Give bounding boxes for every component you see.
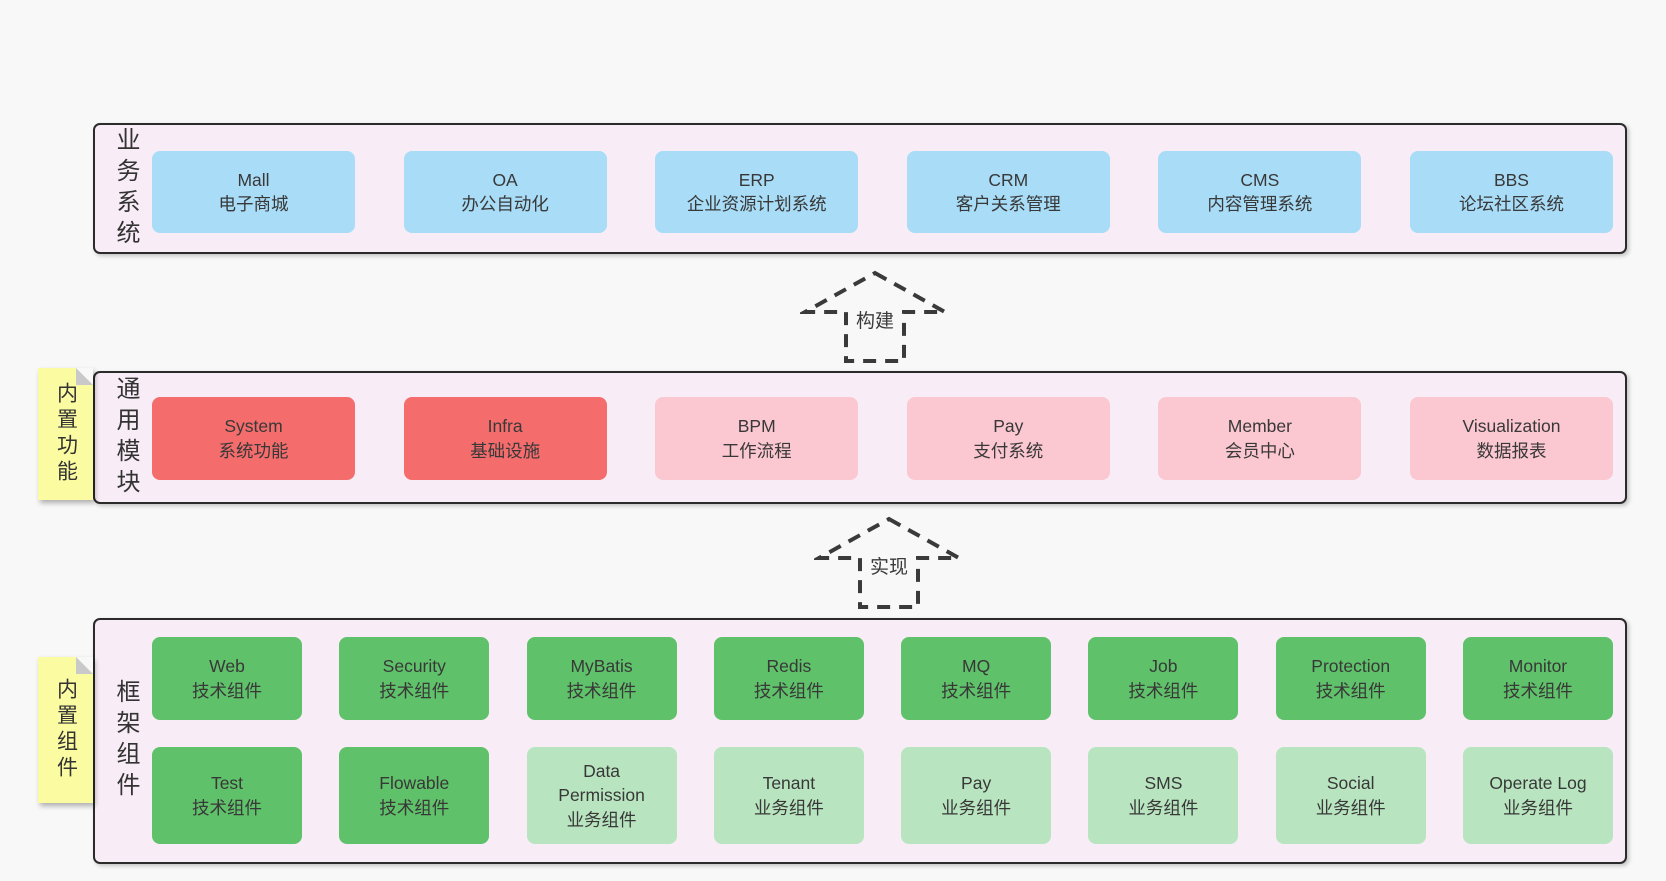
sticky-note-built-in-components: 内置组件 xyxy=(38,657,93,803)
layer-common-modules: 通用模块 System 系统功能 Infra 基础设施 BPM 工作流程 Pay… xyxy=(93,371,1627,504)
box-operate-log: Operate Log 业务组件 xyxy=(1462,747,1613,844)
box-bbs: BBS 论坛社区系统 xyxy=(1409,151,1613,233)
box-oa: OA 办公自动化 xyxy=(403,151,607,233)
layer-label-business-systems: 业务系统 xyxy=(112,126,139,251)
box-security: Security 技术组件 xyxy=(339,637,490,720)
box-cms: CMS 内容管理系统 xyxy=(1158,151,1362,233)
framework-row-1: Web 技术组件 Security 技术组件 MyBatis 技术组件 Redi… xyxy=(152,637,1613,720)
box-mq: MQ 技术组件 xyxy=(901,637,1052,720)
framework-row-2: Test 技术组件 Flowable 技术组件 Data Permission … xyxy=(152,747,1613,844)
implement-arrow-label: 实现 xyxy=(863,550,915,581)
box-social: Social 业务组件 xyxy=(1275,747,1426,844)
layer-framework-components: 框架组件 Web 技术组件 Security 技术组件 MyBatis 技术组件… xyxy=(93,618,1627,864)
build-arrow-label: 构建 xyxy=(849,304,901,335)
box-test: Test 技术组件 xyxy=(152,747,302,844)
box-mybatis: MyBatis 技术组件 xyxy=(526,637,677,720)
box-erp: ERP 企业资源计划系统 xyxy=(655,151,859,233)
box-crm: CRM 客户关系管理 xyxy=(906,151,1110,233)
box-data-permission: Data Permission 业务组件 xyxy=(526,747,677,844)
dashed-up-arrow-icon xyxy=(800,270,950,363)
box-monitor: Monitor 技术组件 xyxy=(1462,637,1613,720)
dashed-up-arrow-icon xyxy=(814,516,964,609)
build-arrow: 构建 xyxy=(800,268,950,366)
box-flowable: Flowable 技术组件 xyxy=(339,747,490,844)
box-redis: Redis 技术组件 xyxy=(713,637,864,720)
box-system: System 系统功能 xyxy=(152,397,355,480)
business-systems-row: Mall 电子商城 OA 办公自动化 ERP 企业资源计划系统 CRM 客户关系… xyxy=(152,151,1613,233)
box-visualization: Visualization 数据报表 xyxy=(1409,397,1613,480)
box-sms: SMS 业务组件 xyxy=(1088,747,1239,844)
box-pay-module: Pay 支付系统 xyxy=(906,397,1110,480)
box-mall: Mall 电子商城 xyxy=(152,151,355,233)
box-pay-component: Pay 业务组件 xyxy=(901,747,1052,844)
common-modules-row: System 系统功能 Infra 基础设施 BPM 工作流程 Pay 支付系统… xyxy=(152,397,1613,480)
layer-business-systems: 业务系统 Mall 电子商城 OA 办公自动化 ERP 企业资源计划系统 CRM… xyxy=(93,123,1627,254)
layer-label-framework-components: 框架组件 xyxy=(112,679,139,803)
box-protection: Protection 技术组件 xyxy=(1275,637,1426,720)
sticky-note-built-in-features: 内置功能 xyxy=(38,368,93,500)
layer-label-common-modules: 通用模块 xyxy=(112,375,139,500)
box-bpm: BPM 工作流程 xyxy=(655,397,859,480)
box-infra: Infra 基础设施 xyxy=(403,397,607,480)
box-member: Member 会员中心 xyxy=(1158,397,1362,480)
implement-arrow: 实现 xyxy=(814,514,964,612)
box-tenant: Tenant 业务组件 xyxy=(713,747,864,844)
box-web: Web 技术组件 xyxy=(152,637,302,720)
box-job: Job 技术组件 xyxy=(1088,637,1239,720)
